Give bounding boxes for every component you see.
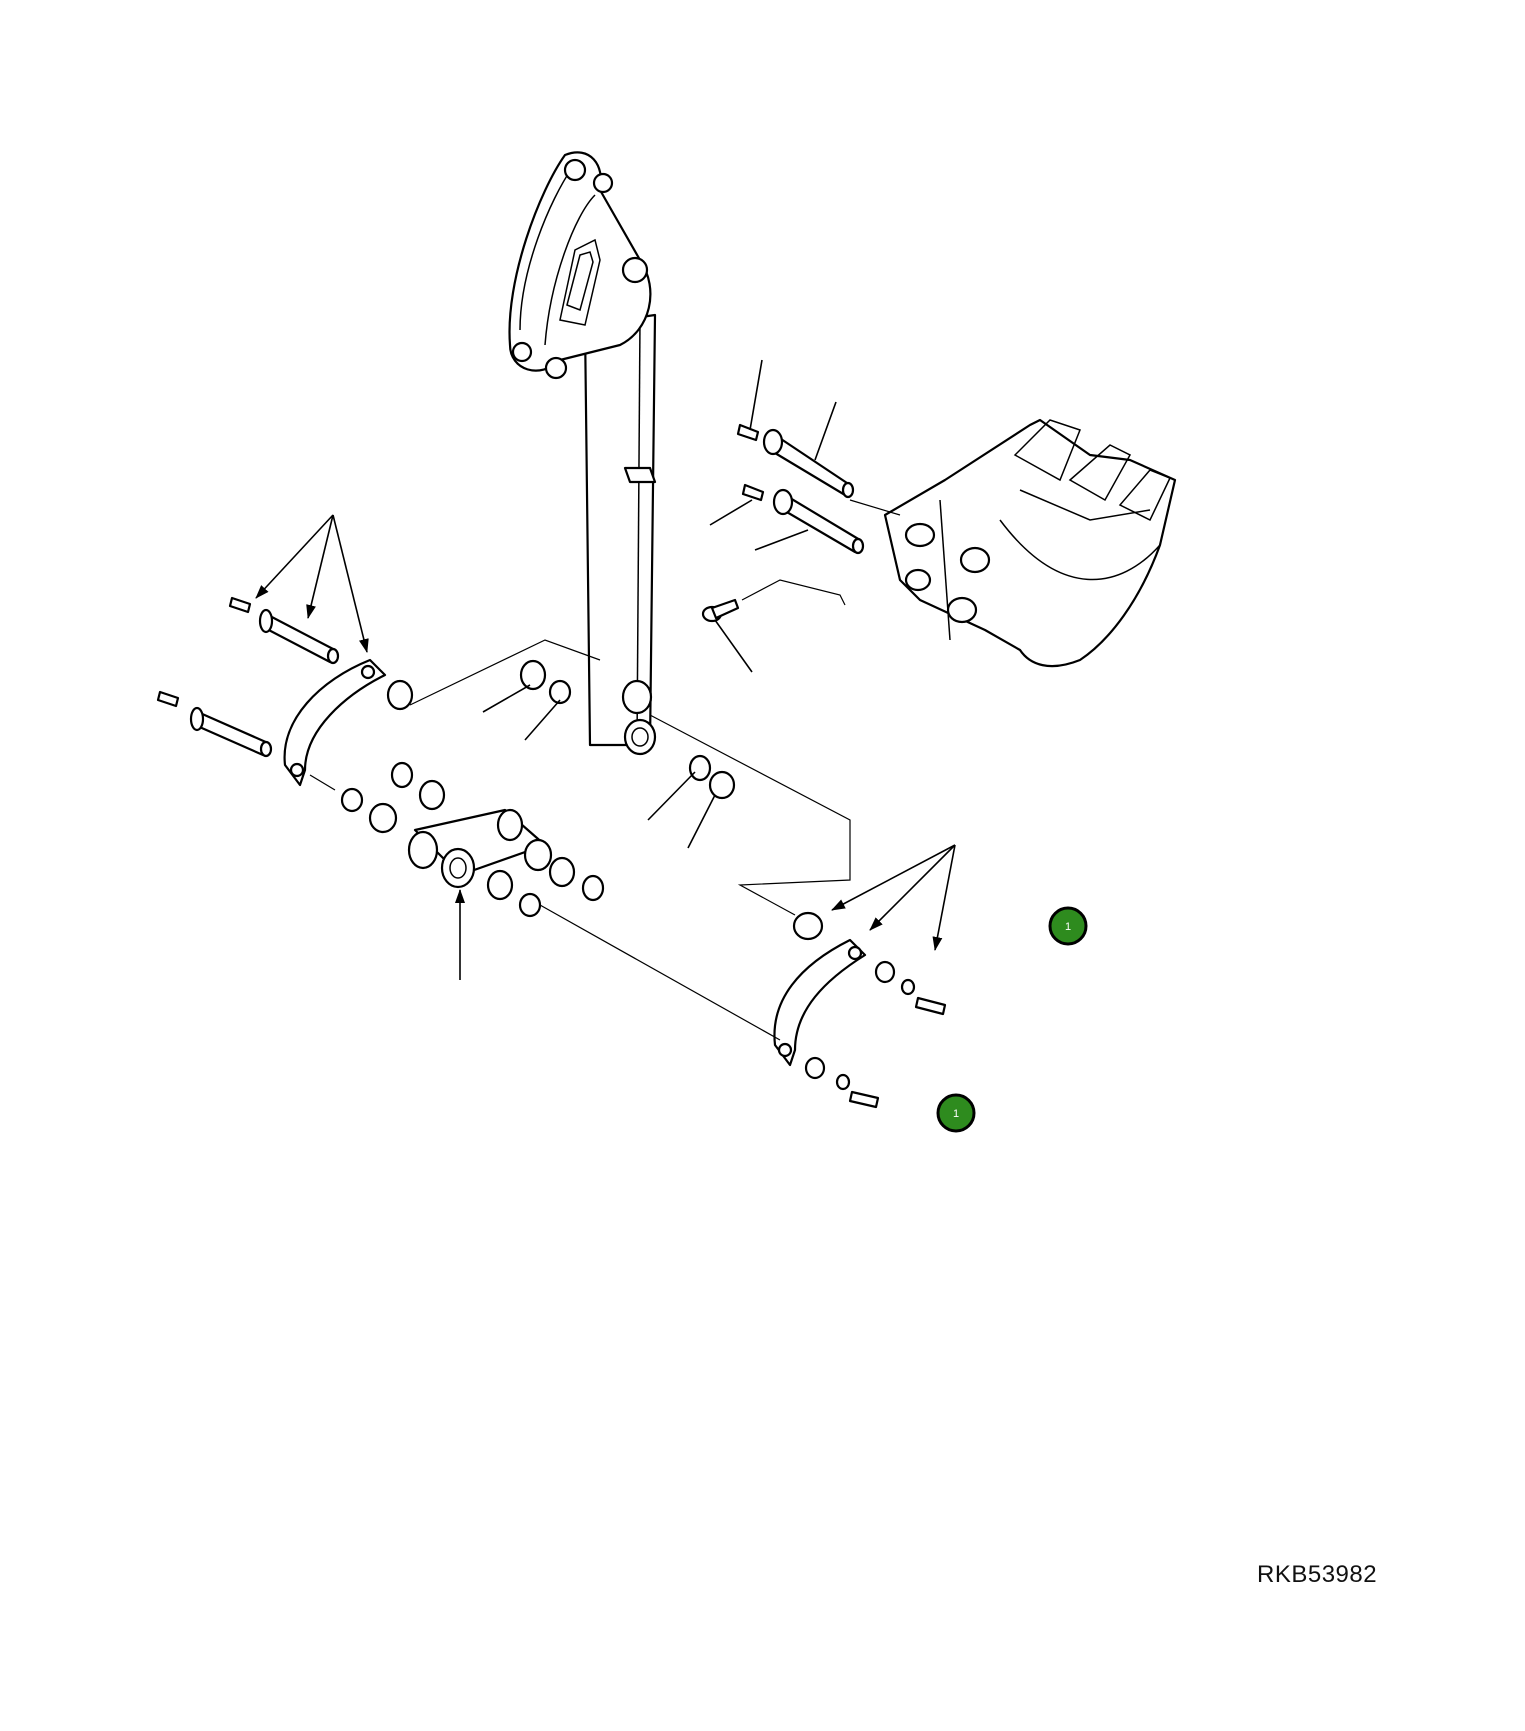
callout-1-lower-label: 1 [953,1108,959,1120]
side-link-right [773,938,867,1067]
callout-1-lower-bubble [936,1093,976,1133]
bucket [883,418,1177,668]
link-pins [156,596,340,758]
side-link-left [283,658,387,787]
assembly-lines [309,499,901,1041]
callout-1-upper-bubble [1048,906,1088,946]
callout-1-lower[interactable]: 1 [936,1093,976,1133]
bushings-and-washers [340,659,947,1109]
arm-stick [508,151,657,756]
leader-lines [255,359,956,980]
bucket-pins [701,423,865,623]
callout-1-upper-label: 1 [1065,921,1071,933]
center-link [407,808,553,889]
drawing-number: RKB53982 [1257,1561,1378,1588]
callout-1-upper[interactable]: 1 [1048,906,1088,946]
